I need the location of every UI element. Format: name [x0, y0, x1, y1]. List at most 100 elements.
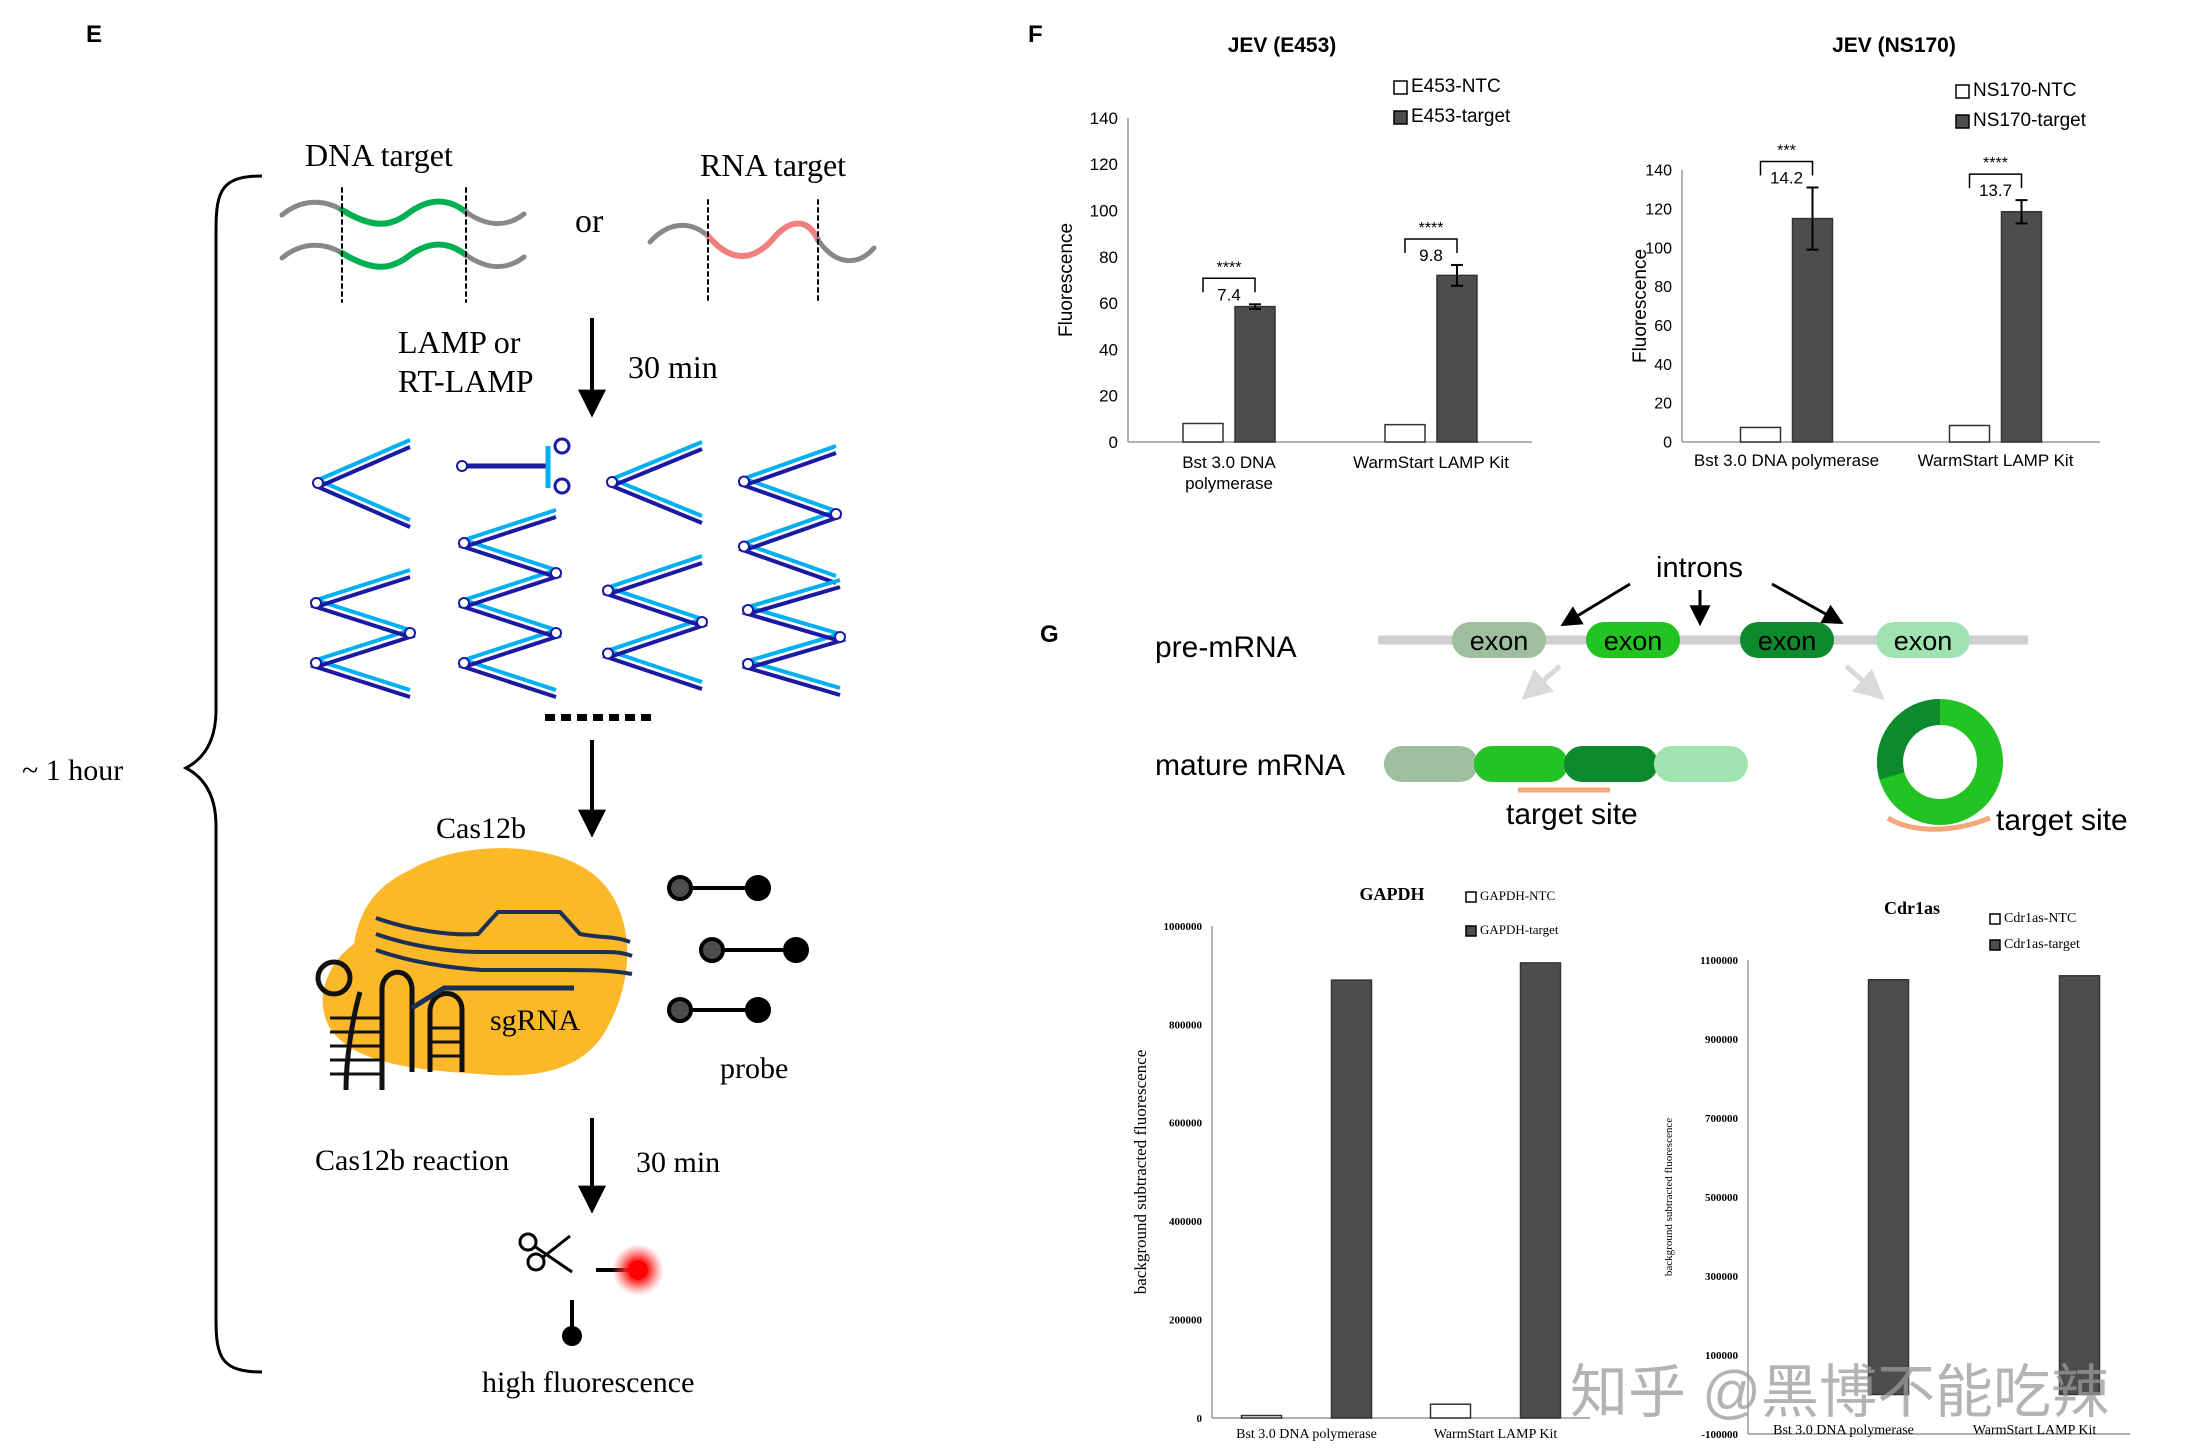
panel-f: F JEV (E453)020406080100120140Fluorescen…: [1028, 21, 2100, 493]
exon-1: [1452, 622, 1546, 658]
cas12b-protein: [322, 848, 628, 1076]
significance-bracket: [1759, 160, 1814, 176]
bar: [1739, 426, 1782, 443]
mature-mrna: [1384, 746, 1748, 793]
bar: [1330, 979, 1373, 1419]
circular-rna: [1877, 699, 2003, 832]
zigzag-5: [309, 568, 417, 699]
significance-bracket: [1404, 238, 1458, 253]
y-tick-label: 0: [1663, 435, 1672, 452]
y-tick-label: 100: [1090, 202, 1118, 221]
exon-3: [1740, 622, 1834, 658]
pre-mrna-exons: exon exon exon exon: [1452, 622, 1970, 658]
rna-target-label: RNA target: [700, 147, 846, 183]
panel-e-label: E: [86, 21, 102, 48]
x-category-label: Bst 3.0 DNA polymerase: [1694, 451, 1879, 470]
bar: [1182, 422, 1224, 443]
bar: [1384, 423, 1426, 443]
y-tick-label: 20: [1654, 396, 1672, 413]
lamp-label-line1: LAMP or: [398, 324, 521, 360]
y-axis-label: Fluorescence: [1630, 249, 1651, 363]
exon-3-label: exon: [1758, 626, 1817, 656]
time-label-2: 30 min: [636, 1146, 720, 1179]
dna-target-label: DNA target: [305, 137, 453, 173]
y-tick-label: 400000: [1169, 1216, 1203, 1228]
y-axis-label: background subtracted fluorescence: [1663, 1118, 1675, 1276]
zigzag-8: [740, 578, 848, 697]
chart-gapdh: GAPDH02000004000006000008000001000000bac…: [1131, 884, 1590, 1442]
legend-label: NS170-NTC: [1973, 80, 2076, 101]
x-category-label: WarmStart LAMP Kit: [1973, 1423, 2097, 1438]
fold-change-label: 7.4: [1217, 285, 1241, 304]
chart-title: Cdr1as: [1884, 898, 1940, 918]
y-tick-label: 800000: [1169, 1019, 1203, 1031]
y-axis-label: background subtracted fluorescence: [1131, 1050, 1150, 1295]
exon-2-label: exon: [1604, 626, 1663, 656]
fold-change-label: 9.8: [1419, 246, 1443, 265]
y-tick-label: 700000: [1705, 1113, 1739, 1125]
legend-swatch: [1393, 110, 1408, 125]
fold-change-label: 14.2: [1770, 168, 1803, 187]
x-category-label: WarmStart LAMP Kit: [1434, 1427, 1558, 1442]
bar: [1867, 979, 1910, 1396]
legend-label: GAPDH-NTC: [1480, 888, 1555, 903]
y-tick-label: 40: [1099, 340, 1118, 359]
zigzag-7: [601, 554, 709, 691]
x-category-label: polymerase: [1185, 474, 1273, 493]
target-site-left-label: target site: [1506, 798, 1638, 831]
significance-stars: ****: [1983, 155, 2008, 172]
chart-title: GAPDH: [1360, 884, 1425, 904]
chart-jev-ns170: JEV (NS170)020406080100120140Fluorescenc…: [1630, 34, 2100, 470]
zigzag-4: [737, 444, 843, 585]
y-tick-label: 1100000: [1700, 955, 1738, 967]
result-label: high fluorescence: [482, 1366, 694, 1399]
bar: [1429, 1403, 1472, 1419]
exon-2: [1586, 622, 1680, 658]
sgrna-icon: [315, 959, 574, 1091]
zigzag-3: [606, 440, 703, 525]
intron-arrow-3: [1771, 582, 1844, 625]
lamp-products: [309, 438, 848, 699]
scissors-icon: [518, 1232, 573, 1274]
y-tick-label: 200000: [1169, 1314, 1203, 1326]
y-tick-label: -100000: [1701, 1429, 1738, 1441]
bar: [1240, 1414, 1283, 1419]
legend-swatch: [1393, 80, 1408, 95]
significance-bracket: [1202, 277, 1256, 293]
or-label: or: [575, 203, 604, 240]
y-tick-label: 120: [1090, 155, 1118, 174]
introns-label: introns: [1656, 552, 1743, 584]
y-tick-label: 100000: [1705, 1350, 1739, 1362]
exon-4: [1876, 622, 1970, 658]
y-tick-label: 0: [1109, 433, 1118, 452]
y-tick-label: 40: [1654, 357, 1672, 374]
legend-label: Cdr1as-target: [2004, 937, 2080, 952]
total-time-label: ~ 1 hour: [22, 754, 123, 787]
legend-swatch: [1989, 939, 2001, 951]
legend-swatch: [1955, 84, 1970, 99]
panel-f-label: F: [1028, 21, 1043, 48]
x-category-label: Bst 3.0 DNA: [1182, 453, 1276, 472]
x-category-label: WarmStart LAMP Kit: [1918, 451, 2074, 470]
y-tick-label: 20: [1099, 387, 1118, 406]
significance-bracket: [1968, 173, 2023, 189]
y-tick-label: 500000: [1705, 1192, 1739, 1204]
legend-swatch: [1465, 891, 1477, 903]
significance-stars: ****: [1217, 259, 1242, 276]
legend-label: Cdr1as-NTC: [2004, 911, 2076, 926]
y-tick-label: 100: [1645, 240, 1672, 257]
x-category-label: Bst 3.0 DNA polymerase: [1773, 1423, 1914, 1438]
legend-swatch: [1989, 913, 2001, 925]
pre-mrna-label: pre-mRNA: [1155, 631, 1297, 664]
reaction-label: Cas12b reaction: [315, 1144, 509, 1177]
y-tick-label: 60: [1654, 318, 1672, 335]
rna-target-icon: [647, 199, 877, 301]
time-brace: [182, 174, 263, 1374]
sgrna-label: sgRNA: [490, 1004, 580, 1037]
target-dna-strands: [375, 910, 633, 976]
fold-change-label: 13.7: [1979, 181, 2012, 200]
splice-arrow-linear: [1521, 664, 1562, 700]
x-category-label: WarmStart LAMP Kit: [1353, 453, 1509, 472]
target-site-right-label: target site: [1996, 804, 2128, 837]
exon-1-label: exon: [1470, 626, 1529, 656]
